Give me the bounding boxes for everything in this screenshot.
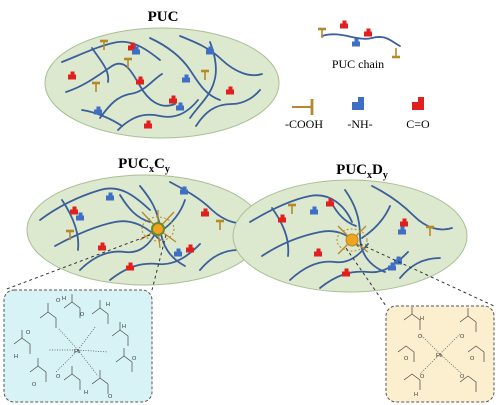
inset-left: O H O H H O H O O H O O Fe (3, 289, 153, 403)
cooh-icon (390, 46, 402, 59)
legend-co: C=O (406, 97, 430, 131)
svg-text:H: H (14, 354, 18, 360)
inset-right-labels: H O O O O H O O Fe (404, 316, 475, 398)
svg-text:H: H (414, 392, 418, 398)
metal-label-right: Fe (436, 353, 442, 359)
svg-text:H: H (62, 296, 66, 302)
cooh-icon (316, 27, 328, 40)
metal-ion-icon (151, 222, 165, 236)
svg-text:O: O (132, 356, 137, 362)
svg-text:O: O (470, 356, 475, 362)
zoom-connectors (3, 234, 495, 307)
co-icon (340, 20, 348, 29)
svg-text:H: H (106, 302, 110, 308)
inset-left-labels: O H O H H O H O O H O O Fe (14, 296, 137, 400)
panel-title-pucxdy: PUCxDy (336, 162, 388, 181)
legend-nh-label: -NH- (347, 117, 372, 131)
legend-cooh: -COOH (285, 99, 323, 131)
metal-center-right (336, 225, 369, 255)
nh-icon (352, 38, 360, 47)
svg-text:H: H (84, 390, 88, 396)
metal-ion-icon (345, 233, 359, 247)
svg-text:O: O (420, 374, 425, 380)
legend-chain-label: PUC chain (332, 57, 384, 71)
metal-center-left (139, 210, 177, 249)
panel-title-puc: PUC (148, 9, 179, 25)
panel-title-pucxcy: PUCxCy (118, 156, 170, 175)
svg-text:O: O (460, 374, 465, 380)
svg-text:O: O (418, 334, 423, 340)
svg-text:H: H (420, 316, 424, 322)
panel-puc: PUC (44, 9, 280, 139)
svg-text:O: O (56, 374, 61, 380)
svg-text:O: O (80, 312, 85, 318)
puc-ellipse (44, 27, 280, 139)
legend-chain-line (321, 33, 401, 47)
svg-text:O: O (108, 394, 113, 400)
legend-co-label: C=O (406, 117, 430, 131)
panel-pucxcy: PUCxCy (26, 156, 264, 286)
metal-label-left: Fe (74, 349, 80, 355)
inset-right: H O O O O H O O Fe (385, 305, 495, 403)
legend: PUC chain -COOH -NH- C=O (285, 20, 430, 131)
co-icon (364, 28, 372, 37)
svg-text:O: O (26, 330, 31, 336)
legend-cooh-label: -COOH (285, 117, 323, 131)
svg-text:O: O (32, 382, 37, 388)
svg-text:O: O (404, 356, 409, 362)
panel-pucxdy: PUCxDy (232, 162, 468, 293)
svg-text:O: O (460, 334, 465, 340)
inset-right-structure (397, 307, 485, 392)
svg-text:O: O (56, 298, 61, 304)
legend-nh: -NH- (347, 97, 373, 131)
inset-left-structure (13, 294, 133, 394)
svg-text:H: H (122, 324, 126, 330)
